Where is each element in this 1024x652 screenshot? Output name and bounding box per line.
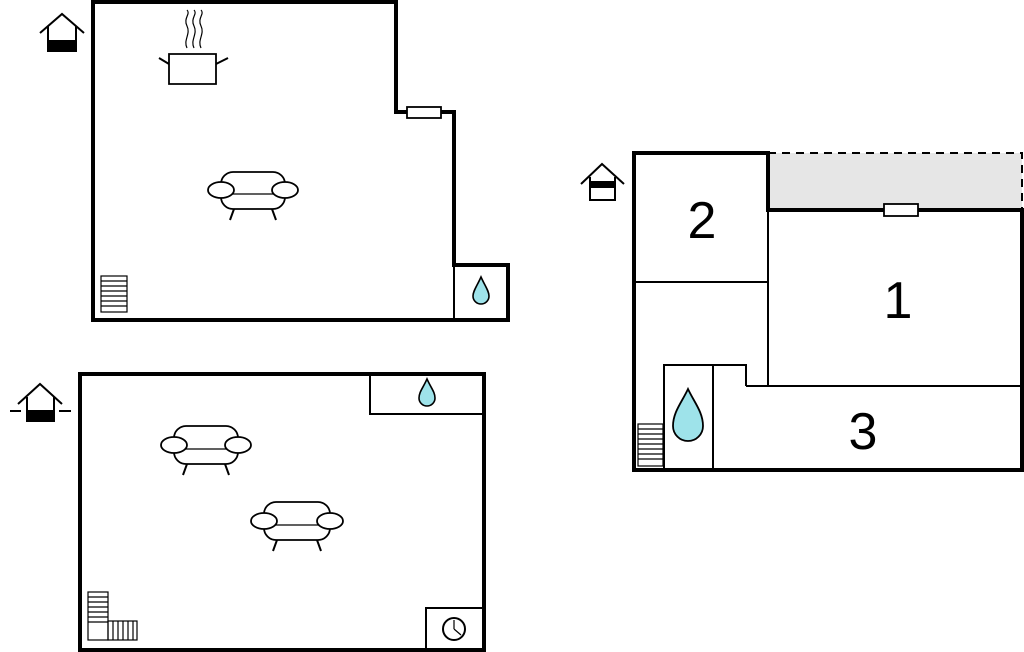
house-upper-floor-icon xyxy=(39,12,85,52)
room-number-1: 1 xyxy=(884,272,913,330)
stairs-icon xyxy=(637,423,664,467)
terrace-outline xyxy=(768,152,1023,210)
room-number-2: 2 xyxy=(688,192,717,250)
floor-plan-ground xyxy=(10,372,486,652)
ground-bathroom-wall xyxy=(369,374,484,415)
stairs-icon xyxy=(87,591,138,641)
sofa-icon xyxy=(160,425,252,476)
sofa-icon xyxy=(207,171,299,221)
bathroom-drop-icon xyxy=(672,386,704,442)
house-middle-floor-icon xyxy=(580,162,625,201)
window-icon xyxy=(406,106,442,119)
bathroom-drop-icon xyxy=(418,377,436,407)
floor-plan-bedrooms: 2 1 3 xyxy=(580,151,1024,472)
room-number-3: 3 xyxy=(849,403,878,461)
stairs-icon xyxy=(100,275,128,313)
sofa-icon xyxy=(250,501,344,552)
interior-walls xyxy=(634,210,1022,470)
house-ground-floor-icon xyxy=(10,382,71,422)
clock-icon xyxy=(442,617,466,641)
bathroom-drop-icon xyxy=(472,275,490,305)
terrace xyxy=(768,153,1022,210)
kitchen-pot-icon xyxy=(158,9,229,85)
floor-plan-upper xyxy=(39,0,510,322)
upper-floor-outline xyxy=(91,0,510,322)
window-icon xyxy=(883,203,919,217)
ground-floor-outline xyxy=(78,372,486,652)
ground-utility-wall xyxy=(425,607,484,650)
